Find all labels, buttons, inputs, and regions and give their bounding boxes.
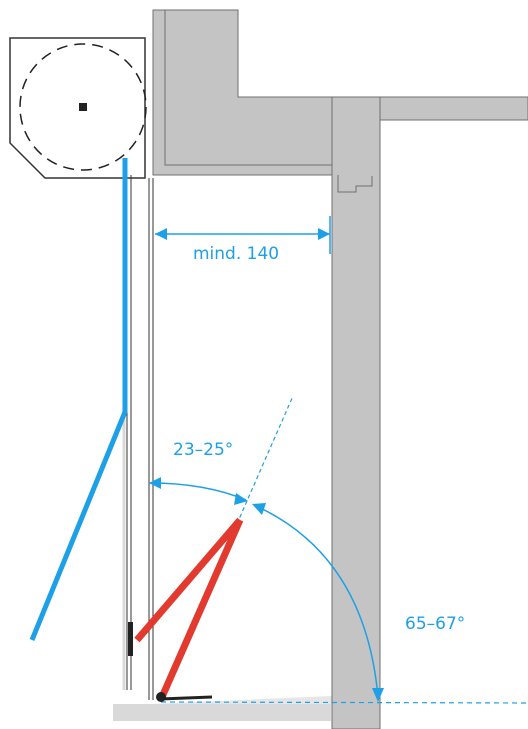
wall-step-detail [337, 175, 373, 193]
roller-shutter-box-icon [9, 37, 147, 179]
lintel-wall [152, 9, 528, 176]
sill-slope [150, 696, 332, 704]
floor-reference-line [160, 701, 528, 704]
side-wall [331, 96, 381, 729]
shutter-blade [29, 158, 128, 641]
min-width-dimension [155, 216, 331, 254]
lintel-inner-line [164, 10, 332, 166]
pivot-hardware [128, 622, 213, 702]
large-angle-arc [252, 503, 384, 702]
min-width-label: mind. 140 [193, 244, 279, 264]
window-frame [122, 175, 154, 700]
support-arms [134, 517, 244, 699]
floor [113, 704, 331, 721]
large-angle-label: 65–67° [405, 614, 465, 634]
small-angle-label: 23–25° [173, 440, 233, 460]
small-angle-arc [149, 477, 248, 505]
